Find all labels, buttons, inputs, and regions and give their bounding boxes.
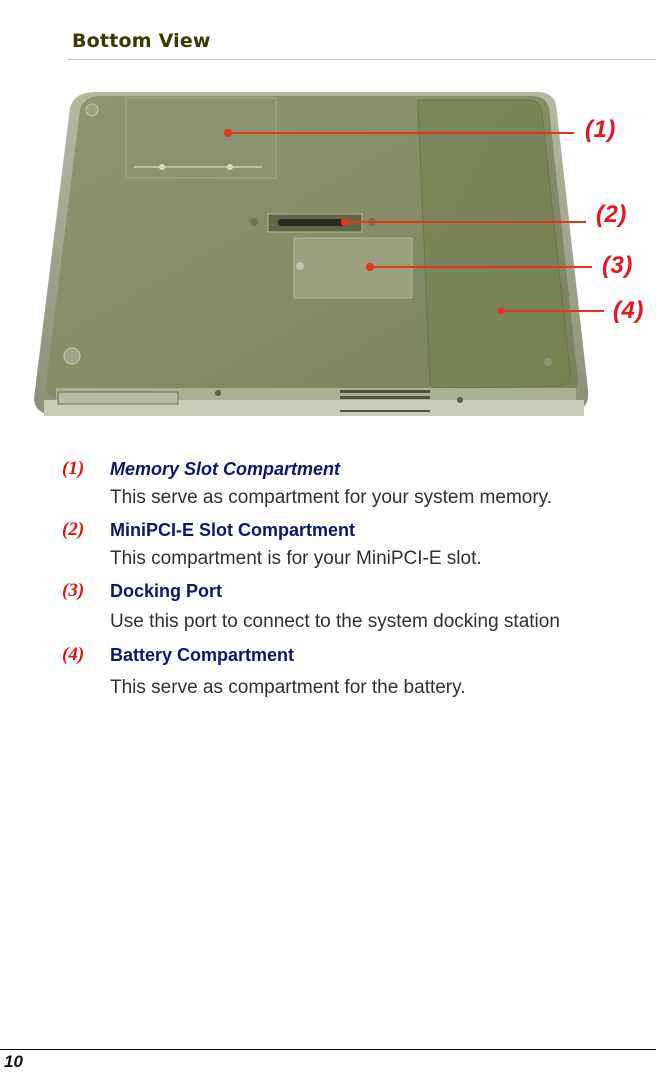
callout-label-2: (2) [596, 201, 627, 228]
legend-title: MiniPCI-E Slot Compartment [110, 520, 356, 540]
legend-title: Memory Slot Compartment [110, 459, 341, 479]
footer-divider [0, 1049, 656, 1050]
legend-number: (3) [62, 580, 85, 601]
legend-title: Docking Port [110, 581, 223, 601]
section-title: Bottom View [72, 30, 211, 52]
callout-label-1: (1) [585, 116, 616, 143]
callout-label-4: (4) [613, 297, 644, 324]
legend-number: (4) [62, 644, 85, 665]
legend-number: (1) [62, 458, 85, 479]
legend-description: This serve as compartment for the batter… [110, 677, 466, 698]
page-number: 10 [4, 1052, 23, 1071]
callout-label-3: (3) [602, 252, 633, 279]
title-divider [68, 59, 656, 60]
legend-title: Battery Compartment [110, 645, 295, 665]
laptop-bottom-view-figure: (1) (2) (3) (4) [0, 80, 656, 430]
legend-number: (2) [62, 519, 85, 540]
legend-description: Use this port to connect to the system d… [110, 611, 560, 632]
legend-description: This serve as compartment for your syste… [110, 487, 553, 508]
laptop-bottom-illustration [34, 92, 604, 416]
legend-description: This compartment is for your MiniPCI-E s… [110, 548, 482, 569]
